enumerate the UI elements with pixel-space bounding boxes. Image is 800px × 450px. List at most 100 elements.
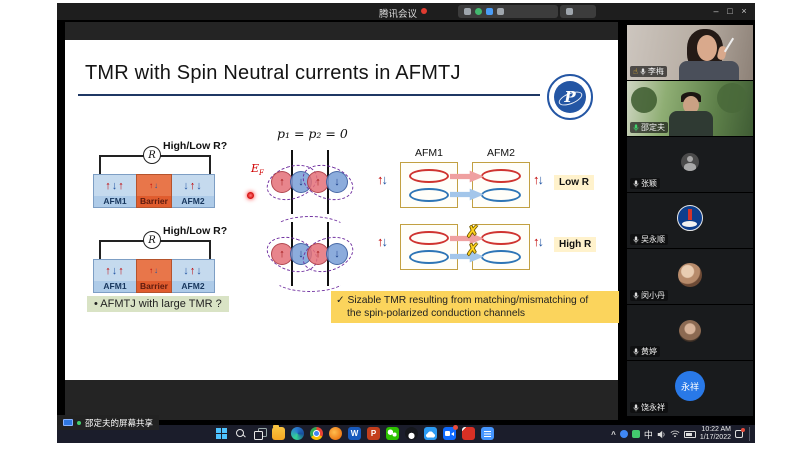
participant-name: 邵定夫: [641, 123, 665, 132]
spin-down-arrow: ↓: [111, 179, 119, 192]
docs-app-icon[interactable]: [481, 427, 494, 440]
spin-up-channel-ellipse: [409, 230, 449, 245]
windows-taskbar: W P ^ 中 10:22 AM 1/17/2022: [57, 425, 755, 443]
system-tray: ^ 中 10:22 AM 1/17/2022: [611, 426, 752, 442]
high-low-question-2: High/Low R?: [163, 225, 228, 237]
meter-label: R: [148, 234, 156, 246]
person-face: [683, 96, 699, 114]
spin-down-arrow: ↓: [537, 234, 545, 249]
wire: [209, 155, 211, 175]
wifi-icon[interactable]: [670, 430, 680, 438]
person-face: [697, 35, 717, 61]
mic-icon: [640, 67, 646, 75]
spin-up-arrow: ↑: [118, 264, 125, 277]
camera-icon[interactable]: [464, 8, 471, 15]
participant-tile[interactable]: 永祥 饶永祥: [627, 361, 753, 416]
pdf-app-icon[interactable]: [462, 427, 475, 440]
high-low-question-1: High/Low R?: [163, 140, 228, 152]
spin-arrows: ↓↑↓: [172, 260, 214, 281]
participant-name-tag: 吴永顺: [630, 234, 668, 245]
barrier-label: Barrier: [137, 281, 171, 292]
cloud-app-icon[interactable]: [424, 427, 437, 440]
spin-down-arrow: ↓: [183, 264, 190, 277]
participant-tile[interactable]: 张颖: [627, 137, 753, 192]
spin-down-channel-ellipse: [409, 249, 449, 264]
battery-icon[interactable]: [683, 430, 696, 438]
participant-tile[interactable]: 闵小丹: [627, 249, 753, 304]
person-body: [669, 111, 713, 136]
spin-up-arrow: ↑: [279, 248, 285, 260]
taskbar-clock[interactable]: 10:22 AM 1/17/2022: [700, 426, 731, 442]
show-desktop-button[interactable]: [749, 427, 752, 441]
spin-up-arrow: ↑: [149, 266, 154, 275]
spin-up-channel-ellipse: [409, 168, 449, 183]
afm1-channel-box: [400, 224, 458, 270]
spin-up-channel-ellipse: [481, 168, 521, 183]
spin-up-channel-ellipse: [481, 230, 521, 245]
wire: [159, 155, 211, 157]
maximize-button[interactable]: □: [727, 6, 733, 16]
participant-name-tag: 邵定夫: [630, 122, 668, 133]
tunneling-arc: [273, 264, 347, 292]
more-icon[interactable]: [497, 8, 504, 15]
spin-up-arrow: ↑: [105, 179, 112, 192]
floating-toolbar-extra[interactable]: [560, 5, 596, 18]
spin-down-arrow: ↓: [183, 179, 190, 192]
edge-browser-icon[interactable]: [291, 427, 304, 440]
notification-center-icon[interactable]: [735, 428, 745, 438]
search-icon[interactable]: [234, 427, 247, 440]
spin-arrows: ↑↓: [377, 172, 388, 187]
mic-icon: [633, 347, 639, 355]
windows-logo-icon: [216, 428, 227, 439]
participant-tile[interactable]: ☝ 李梅: [627, 25, 753, 80]
mtj-stack-2: ↑↓↑ AFM1 ↑↓ Barrier ↓↑↓ AFM2: [93, 259, 215, 293]
mic-icon: [633, 291, 639, 299]
spin-up-arrow: ↑: [533, 172, 540, 187]
tray-app-icon[interactable]: [631, 430, 640, 438]
close-button[interactable]: ×: [741, 6, 747, 16]
channel-diagram-low-r: ↑↓ ↑↓ Low R: [377, 162, 598, 208]
low-r-label: Low R: [554, 175, 594, 190]
spin-down-arrow: ↓: [111, 264, 119, 277]
clock-date: 1/17/2022: [699, 434, 731, 441]
polarization-equation: p₁ = p₂ = 0: [277, 126, 348, 141]
spin-up-arrow: ↑: [279, 176, 285, 188]
ime-indicator[interactable]: 中: [643, 429, 653, 440]
spin-arrows: ↑↓: [533, 234, 545, 249]
logo-emblem: P: [554, 81, 586, 113]
afm2-channel-box: [472, 224, 530, 270]
minimize-button[interactable]: –: [713, 6, 719, 16]
tencent-meeting-icon[interactable]: [443, 425, 458, 440]
participant-name-tag: 饶永祥: [630, 402, 668, 413]
share-screen-icon[interactable]: [486, 8, 493, 15]
word-icon[interactable]: W: [348, 427, 361, 440]
participant-name: 黄婷: [641, 347, 657, 356]
powerpoint-icon[interactable]: P: [367, 427, 380, 440]
wechat-icon[interactable]: [386, 427, 399, 440]
spin-up-arrow: ↑: [105, 264, 112, 277]
firefox-browser-icon[interactable]: [329, 427, 342, 440]
mic-icon[interactable]: [475, 8, 482, 15]
chrome-browser-icon[interactable]: [310, 427, 323, 440]
spin-up-arrow: ↑: [315, 248, 321, 260]
participant-name: 闵小丹: [641, 291, 665, 300]
participant-tile[interactable]: 邵定夫: [627, 81, 753, 136]
meeting-titlebar: 腾讯会议 – □ ×: [57, 3, 755, 20]
task-view-icon[interactable]: [253, 427, 267, 440]
tray-app-icon[interactable]: [619, 430, 628, 438]
participant-tile[interactable]: 黄婷: [627, 305, 753, 360]
participant-name-tag: 闵小丹: [630, 290, 668, 301]
desktop-screen: 腾讯会议 – □ × TMR with Spin Neutral current…: [57, 3, 755, 443]
file-explorer-icon[interactable]: [272, 425, 285, 440]
start-button[interactable]: [215, 427, 228, 440]
mic-icon: [633, 179, 639, 187]
volume-icon[interactable]: [657, 430, 666, 439]
settings-icon[interactable]: [566, 8, 573, 15]
spin-down-band: ↓: [326, 171, 348, 193]
spin-down-arrow: ↓: [537, 172, 545, 187]
qq-icon[interactable]: [405, 427, 418, 440]
participant-name: 吴永顺: [641, 235, 665, 244]
floating-meeting-toolbar[interactable]: [458, 5, 558, 18]
tray-expand-chevron-icon[interactable]: ^: [611, 429, 616, 439]
participant-tile[interactable]: 吴永顺: [627, 193, 753, 248]
